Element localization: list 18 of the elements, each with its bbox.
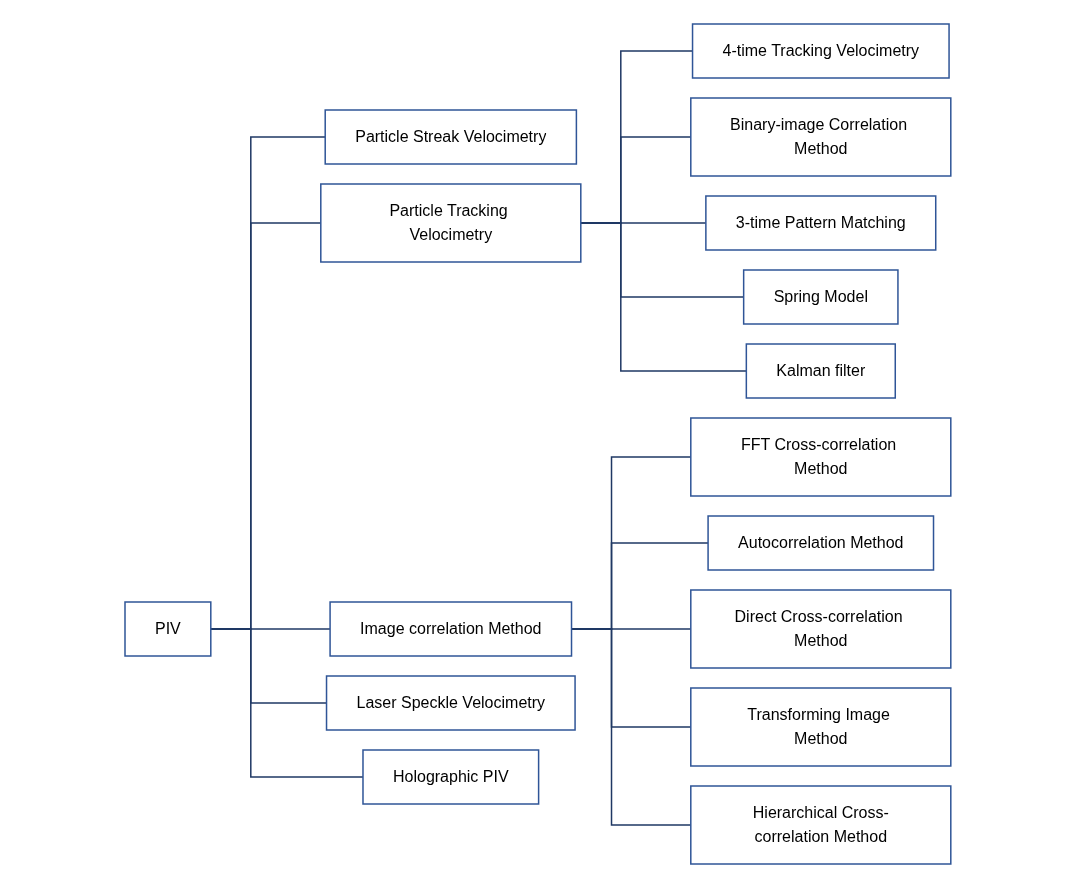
node-box: Spring Model	[742, 268, 899, 325]
node-box: Hierarchical Cross-correlation Method	[689, 784, 952, 865]
node-box: Autocorrelation Method	[706, 514, 934, 571]
node-box: PIV	[123, 600, 212, 657]
connector	[579, 221, 747, 372]
node-box: FFT Cross-correlation Method	[689, 416, 952, 497]
node-box: Image correlation Method	[328, 600, 572, 657]
node-box: Particle Tracking Velocimetry	[319, 182, 582, 263]
node-box: Kalman filter	[745, 342, 896, 399]
node-box: Laser Speckle Velocimetry	[325, 674, 576, 731]
node-box: 3-time Pattern Matching	[704, 194, 937, 251]
node-box: Direct Cross-correlation Method	[689, 588, 952, 669]
node-box: Particle Streak Velocimetry	[324, 108, 577, 165]
node-box: 4-time Tracking Velocimetry	[691, 22, 950, 79]
connector	[570, 627, 692, 826]
node-box: Binary-image Correlation Method	[689, 96, 952, 177]
node-box: Holographic PIV	[361, 748, 539, 805]
node-box: Transforming Image Method	[689, 686, 952, 767]
